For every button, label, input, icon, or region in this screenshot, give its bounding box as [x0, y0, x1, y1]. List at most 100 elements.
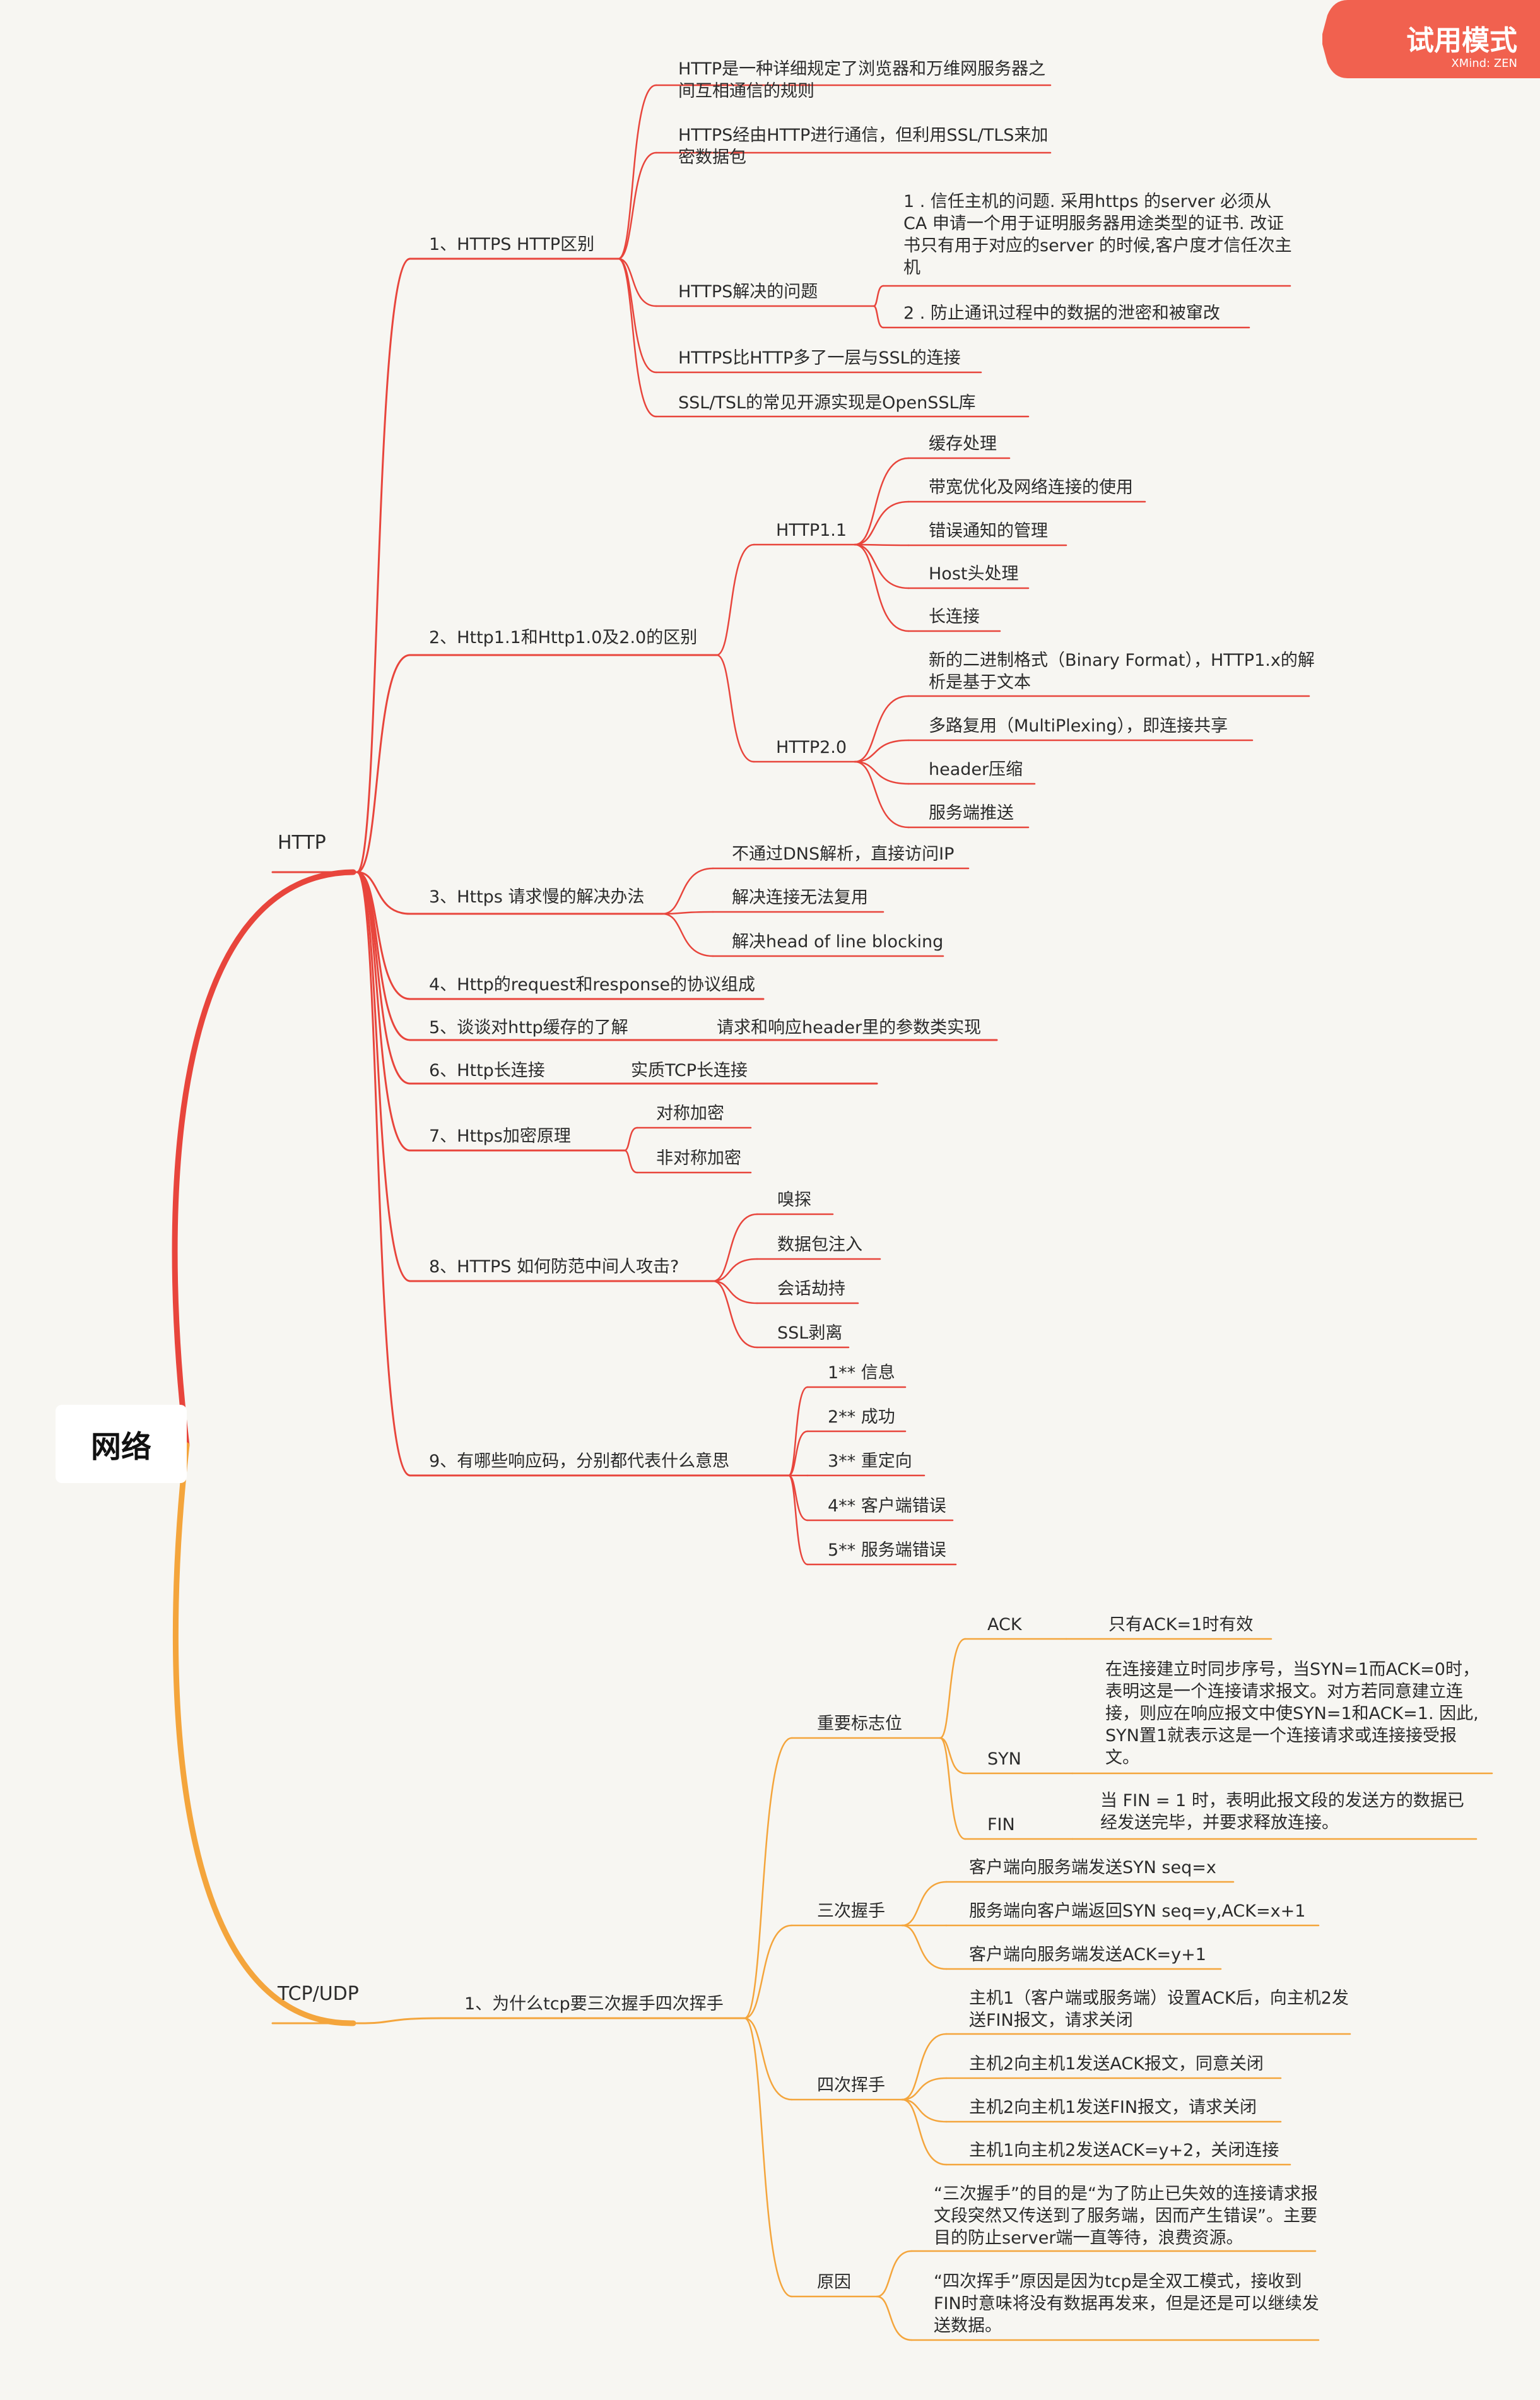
connector-line	[743, 1924, 793, 2019]
connector-line	[854, 760, 910, 785]
connector-line	[623, 1126, 638, 1152]
connector-line	[743, 2017, 793, 2101]
topic-flag-syn-desc[interactable]: 在连接建立时同步序号，当SYN=1而ACK=0时，表明这是一个连接请求报文。对方…	[1105, 1660, 1479, 1768]
topic-http-keepalive-item[interactable]: 实质TCP长连接	[631, 1061, 748, 1080]
connector-line	[617, 151, 657, 260]
topic-reason[interactable]: 原因	[817, 2273, 851, 2292]
topic-status-codes[interactable]: 9、有哪些响应码，分别都代表什么意思	[429, 1451, 730, 1471]
topic-http11-item[interactable]: 缓存处理	[929, 434, 997, 454]
topic-https-solves[interactable]: HTTPS解决的问题	[678, 282, 818, 302]
connector-line	[712, 1258, 758, 1282]
connector-line	[661, 913, 714, 957]
topic-four-way-item[interactable]: 主机1向主机2发送ACK=y+2，关闭连接	[969, 2141, 1279, 2160]
topic-https-slow-item[interactable]: 解决连接无法复用	[732, 888, 868, 907]
topic-four-way-item[interactable]: 主机2向主机1发送ACK报文，同意关闭	[969, 2054, 1264, 2074]
topic-reason-item[interactable]: “四次挥手”原因是因为tcp是全双工模式，接收到FIN时意味将没有数据再发来，但…	[934, 2272, 1319, 2336]
topic-https-ssl-layer[interactable]: HTTPS比HTTP多了一层与SSL的连接	[678, 348, 961, 368]
topic-reason-item[interactable]: “三次握手”的目的是“为了防止已失效的连接请求报文段突然又传送到了服务端，因而产…	[934, 2184, 1318, 2248]
topic-https-slow-item[interactable]: 不通过DNS解析，直接访问IP	[732, 844, 955, 864]
topic-trust-host[interactable]: 1 . 信任主机的问题. 采用https 的server 必须从CA 申请一个用…	[903, 192, 1292, 278]
connector-line	[876, 2295, 913, 2341]
topic-https-http-diff[interactable]: 1、HTTPS HTTP区别	[429, 235, 595, 254]
topic-http20-item[interactable]: 服务端推送	[929, 803, 1014, 823]
topic-mitm-item[interactable]: SSL剥离	[777, 1323, 843, 1343]
connector-line	[356, 654, 411, 873]
connector-line	[854, 739, 910, 763]
connector-line	[356, 871, 411, 1477]
connector-line	[743, 1737, 793, 2019]
topic-mitm-item[interactable]: 数据包注入	[777, 1235, 862, 1255]
topic-three-way-item[interactable]: 客户端向服务端发送SYN seq=x	[969, 1858, 1216, 1877]
topic-prevent-leak[interactable]: 2 . 防止通讯过程中的数据的泄密和被窜改	[903, 304, 1220, 323]
topic-https-slow[interactable]: 3、Https 请求慢的解决办法	[429, 887, 645, 907]
topic-http-versions[interactable]: 2、Http1.1和Http1.0及2.0的区别	[429, 628, 698, 647]
topic-http[interactable]: HTTP	[278, 832, 326, 854]
topic-http11[interactable]: HTTP1.1	[776, 521, 847, 540]
connector-line	[787, 1386, 809, 1477]
topic-https-encryption[interactable]: 7、Https加密原理	[429, 1126, 571, 1146]
topic-http20-item[interactable]: 多路复用（MultiPlexing），即连接共享	[929, 716, 1228, 736]
topic-four-way-item[interactable]: 主机2向主机1发送FIN报文，请求关闭	[969, 2098, 1257, 2117]
trial-mode-title: 试用模式	[1406, 25, 1517, 57]
topic-openssl[interactable]: SSL/TSL的常见开源实现是OpenSSL库	[678, 393, 976, 413]
topic-http11-item[interactable]: 带宽优化及网络连接的使用	[929, 478, 1133, 497]
root-topic-label: 网络	[90, 1429, 151, 1465]
root-topic[interactable]: 网络	[56, 1405, 187, 1483]
topic-flag-syn[interactable]: SYN	[987, 1749, 1021, 1769]
topic-three-way-item[interactable]: 服务端向客户端返回SYN seq=y,ACK=x+1	[969, 1901, 1306, 1921]
connector-line	[617, 84, 657, 260]
trial-mode-badge[interactable]: 试用模式 XMind: ZEN	[1322, 0, 1540, 78]
topic-status-item[interactable]: 4** 客户端错误	[828, 1496, 946, 1516]
connector-root-http	[172, 869, 356, 1448]
topic-http-definition[interactable]: HTTP是一种详细规定了浏览器和万维网服务器之间互相通信的规则	[678, 59, 1046, 101]
topic-flag-ack[interactable]: ACK	[987, 1615, 1022, 1634]
topic-http20-item[interactable]: header压缩	[929, 760, 1023, 779]
topic-status-item[interactable]: 3** 重定向	[828, 1451, 912, 1471]
connector-line	[356, 257, 411, 873]
topic-https-ssl-tls[interactable]: HTTPS经由HTTP进行通信，但利用SSL/TLS来加密数据包	[678, 126, 1049, 167]
topic-handshake-why[interactable]: 1、为什么tcp要三次握手四次挥手	[464, 1994, 724, 2014]
connector-line	[854, 543, 910, 632]
topic-flags[interactable]: 重要标志位	[817, 1714, 902, 1734]
topic-flag-fin-desc[interactable]: 当 FIN = 1 时，表明此报文段的发送方的数据已经发送完毕，并要求释放连接。	[1100, 1791, 1464, 1833]
topic-status-item[interactable]: 2** 成功	[828, 1407, 895, 1427]
connector-line	[854, 760, 910, 829]
connector-line	[854, 457, 910, 546]
connector-line	[358, 2017, 443, 2025]
topic-three-way-item[interactable]: 客户端向服务端发送ACK=y+1	[969, 1945, 1206, 1965]
topic-tcp-udp[interactable]: TCP/UDP	[278, 1983, 359, 2005]
topic-status-item[interactable]: 1** 信息	[828, 1363, 895, 1383]
topic-flag-fin[interactable]: FIN	[987, 1815, 1015, 1835]
topic-http-cache[interactable]: 5、谈谈对http缓存的了解	[429, 1018, 628, 1037]
topic-http-keepalive[interactable]: 6、Http长连接	[429, 1061, 545, 1080]
topic-mitm-defense[interactable]: 8、HTTPS 如何防范中间人攻击?	[429, 1257, 679, 1277]
topic-http20-item[interactable]: 新的二进制格式（Binary Format），HTTP1.x的解析是基于文本	[929, 651, 1315, 692]
connector-line	[712, 1280, 758, 1304]
topic-mitm-item[interactable]: 嗅探	[777, 1190, 811, 1210]
connector-line	[873, 285, 885, 307]
topic-https-slow-item[interactable]: 解决head of line blocking	[732, 932, 944, 952]
badge-shape	[1322, 0, 1540, 78]
topic-http-cache-item[interactable]: 请求和响应header里的参数类实现	[717, 1018, 982, 1037]
connector-line	[876, 2250, 913, 2298]
topic-four-way-item[interactable]: 主机1（客户端或服务端）设置ACK后，向主机2发送FIN报文，请求关闭	[969, 1989, 1349, 2030]
topic-four-way[interactable]: 四次挥手	[817, 2076, 885, 2095]
topic-encryption-item[interactable]: 非对称加密	[656, 1149, 741, 1168]
topic-three-way[interactable]: 三次握手	[817, 1901, 885, 1921]
topic-http20[interactable]: HTTP2.0	[776, 738, 847, 757]
connector-line	[901, 2098, 948, 2166]
connector-line	[854, 543, 910, 589]
topic-status-item[interactable]: 5** 服务端错误	[828, 1540, 946, 1560]
topic-http-protocol[interactable]: 4、Http的request和response的协议组成	[429, 975, 756, 995]
connector-line	[787, 1430, 809, 1477]
topic-http11-item[interactable]: Host头处理	[929, 564, 1019, 584]
topic-http11-item[interactable]: 长连接	[929, 607, 980, 627]
topic-mitm-item[interactable]: 会话劫持	[777, 1279, 845, 1299]
connector-line	[939, 1737, 967, 1775]
topic-encryption-item[interactable]: 对称加密	[656, 1104, 724, 1123]
topic-flag-ack-desc[interactable]: 只有ACK=1时有效	[1108, 1615, 1254, 1634]
connector-root-tcp	[172, 1442, 356, 2026]
connector-line	[901, 2098, 948, 2123]
topic-http11-item[interactable]: 错误通知的管理	[929, 521, 1048, 541]
